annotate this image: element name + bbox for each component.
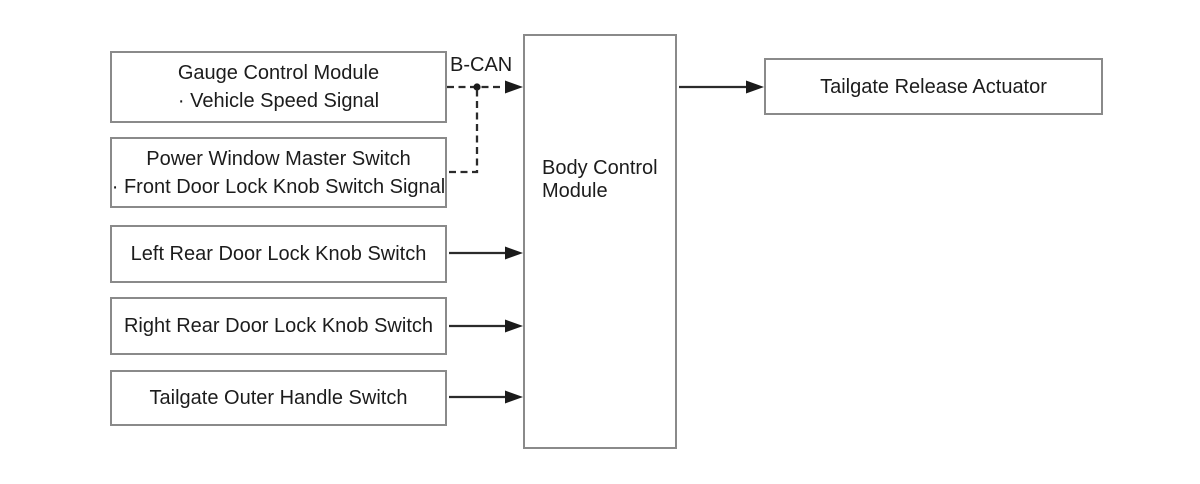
arrowhead-right-rear-into-bcm bbox=[505, 319, 523, 333]
left-rear-door-lock-knob-switch-box: Left Rear Door Lock Knob Switch bbox=[110, 225, 447, 283]
arrowhead-bcan-into-bcm bbox=[505, 80, 523, 94]
bcan-bus-label: B-CAN bbox=[450, 54, 513, 76]
tailgate-outer-handle-switch-label: Tailgate Outer Handle Switch bbox=[149, 387, 408, 409]
power-window-master-switch-signal: · Front Door Lock Knob Switch Signal bbox=[111, 175, 446, 198]
body-control-module-label: Body Control Module bbox=[542, 157, 658, 203]
arrowhead-tailgate-outer-into-bcm bbox=[505, 390, 523, 404]
right-rear-door-lock-knob-switch-box: Right Rear Door Lock Knob Switch bbox=[110, 297, 447, 355]
gauge-control-module-title: Gauge Control Module bbox=[177, 62, 380, 84]
body-control-module-label-line1: Body Control bbox=[542, 157, 658, 179]
arrowhead-left-rear-into-bcm bbox=[505, 246, 523, 260]
tailgate-release-actuator-box: Tailgate Release Actuator bbox=[764, 58, 1103, 115]
right-rear-door-lock-knob-switch-label: Right Rear Door Lock Knob Switch bbox=[123, 315, 434, 337]
tailgate-release-actuator-label: Tailgate Release Actuator bbox=[820, 75, 1047, 98]
arrowhead-into-actuator bbox=[746, 80, 764, 94]
body-control-module-label-line2: Module bbox=[542, 180, 608, 202]
body-control-module-box: Body Control Module bbox=[523, 34, 677, 449]
left-rear-door-lock-knob-switch-label: Left Rear Door Lock Knob Switch bbox=[130, 243, 427, 265]
gauge-control-module-box: Gauge Control Module · Vehicle Speed Sig… bbox=[110, 51, 447, 123]
wire-power-window-to-junction-dashed bbox=[449, 89, 479, 174]
tailgate-outer-handle-switch-box: Tailgate Outer Handle Switch bbox=[110, 370, 447, 426]
power-window-master-switch-box: Power Window Master Switch · Front Door … bbox=[110, 137, 447, 208]
gauge-control-module-signal: · Vehicle Speed Signal bbox=[177, 90, 380, 112]
power-window-master-switch-title: Power Window Master Switch bbox=[146, 147, 411, 170]
bcan-junction-dot bbox=[473, 83, 481, 91]
